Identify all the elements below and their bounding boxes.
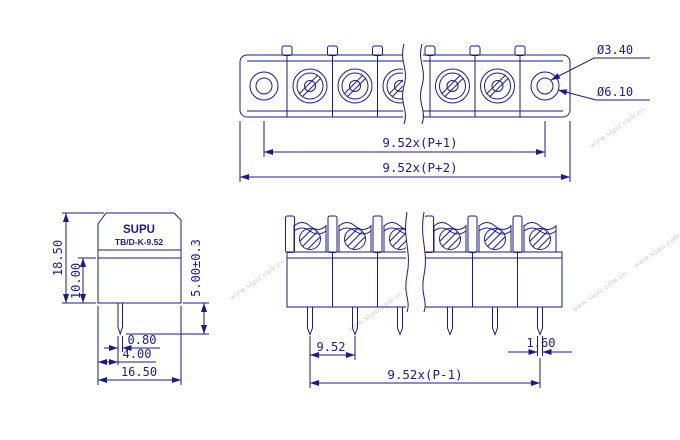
solder-pin — [537, 306, 543, 335]
dim-pin-length-label: 5.00±0.3 — [189, 239, 203, 297]
side-view-body — [97, 212, 182, 304]
watermark-text: www.supu.com.cn — [588, 106, 646, 150]
watermark-text: www.supu.com.cn — [228, 258, 286, 302]
mounting-tab — [327, 45, 338, 56]
break-blank — [406, 211, 425, 311]
clamp-unit — [338, 222, 372, 253]
terminal-screw — [435, 68, 470, 104]
dim-pitch-label: 9.52 — [317, 340, 346, 354]
leader-line — [550, 57, 650, 81]
solder-pin — [447, 306, 453, 335]
dim-pin-span-label: 9.52x(P-1) — [387, 367, 462, 382]
watermark-text: www.supu.com.cn — [346, 290, 404, 334]
brand-label: SUPU — [123, 224, 155, 236]
clamp-unit — [523, 222, 557, 253]
top-view-dimensions: 9.52x(P+1) 9.52x(P+2) Ø3.40 Ø6.10 — [239, 43, 650, 182]
mounting-tab — [281, 45, 293, 56]
break-line — [420, 43, 424, 125]
mounting-tab — [512, 215, 523, 253]
mounting-tab — [327, 215, 338, 253]
dim-span-inner-label: 9.52x(P+1) — [382, 135, 457, 150]
break-line — [405, 211, 409, 313]
solder-pin — [492, 306, 498, 335]
dim-total-height-label: 18.50 — [51, 240, 65, 276]
dim-base-height-label: 10.00 — [69, 263, 83, 299]
break-line — [402, 43, 406, 125]
model-label: TB/D-K-9.52 — [115, 237, 163, 247]
dim-pin-width-label: 0.80 — [128, 333, 157, 347]
mounting-tab — [285, 215, 295, 253]
side-view: SUPU TB/D-K-9.52 18.50 10.00 5.00±0.3 — [51, 212, 209, 385]
terminal-screw — [480, 68, 515, 104]
mounting-tab — [424, 215, 434, 253]
terminal-screw — [337, 68, 373, 104]
mounting-tab — [372, 215, 383, 253]
solder-pin — [397, 306, 403, 335]
solder-pin — [117, 303, 123, 336]
dim-pin-width-label: 1.60 — [527, 336, 556, 350]
break-line — [422, 211, 426, 313]
mounting-tab — [467, 215, 478, 253]
clamp-unit — [293, 222, 327, 253]
solder-pin — [307, 306, 313, 335]
mounting-tab — [469, 45, 481, 56]
end-mounting-hole-right — [530, 71, 560, 101]
mounting-tab — [424, 45, 436, 56]
dim-depth-label: 16.50 — [121, 365, 157, 379]
leader-line — [557, 89, 650, 101]
front-view-dimensions: 9.52 1.60 9.52x(P-1) — [309, 336, 572, 388]
terminal-screw — [292, 68, 328, 104]
dia-small-label: Ø3.40 — [597, 43, 633, 57]
dim-span-outer-label: 9.52x(P+2) — [382, 160, 457, 175]
clamp-unit — [478, 222, 512, 253]
front-view: 9.52 1.60 9.52x(P-1) — [285, 211, 572, 388]
dia-large-label: Ø6.10 — [597, 85, 633, 99]
break-blank — [403, 43, 423, 125]
clamp-unit — [433, 222, 467, 253]
mounting-tab — [372, 45, 383, 56]
watermark-text: www.supu.com.cn — [632, 226, 680, 270]
side-view-dimensions: 18.50 10.00 5.00±0.3 0.80 4.00 — [51, 212, 209, 385]
mounting-tab — [514, 45, 526, 56]
top-view: 9.52x(P+1) 9.52x(P+2) Ø3.40 Ø6.10 — [239, 43, 650, 182]
dim-pin-offset-label: 4.00 — [123, 347, 152, 361]
end-mounting-hole-left — [249, 71, 279, 101]
watermark-text: www.supu.com.cn — [570, 270, 628, 314]
